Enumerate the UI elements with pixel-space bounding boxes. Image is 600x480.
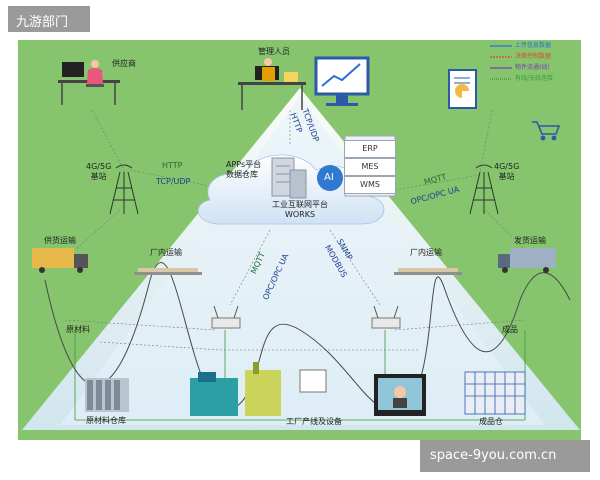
watermark-top-left-text: 九游部门 xyxy=(16,15,69,30)
label-raw-material: 原材料 xyxy=(66,325,90,334)
camera-monitor-icon xyxy=(374,374,426,416)
material-flow-curve xyxy=(44,261,571,412)
ai-head-icon xyxy=(317,165,343,191)
legend-lines xyxy=(490,45,512,80)
legend-item-decision: 决策控制数据 xyxy=(515,53,552,60)
watermark-bottom-right: space-9you.com.cn xyxy=(420,440,590,472)
label-apps-platform: APPs平台 数据仓库 xyxy=(226,160,262,180)
label-supply-transport: 供货运输 xyxy=(44,236,76,245)
label-iiot-platform: 工业互联网平台 WORKS xyxy=(272,200,328,219)
legend: 上传信息数据 决策控制数据 物件流通(线) 有线/无线连接 xyxy=(515,43,585,87)
label-manager: 管理人员 xyxy=(258,47,290,56)
legend-item-connection: 有线/无线连接 xyxy=(515,75,554,82)
agv-left-icon xyxy=(134,268,202,275)
label-production-line: 工厂产线及设备 xyxy=(286,417,342,426)
label-factory-transport-left: 厂内运输 xyxy=(150,248,182,257)
supply-truck-icon xyxy=(32,248,88,273)
protocol-tcp-left: TCP/UDP xyxy=(156,177,191,186)
system-mes: MES xyxy=(344,158,396,176)
server-icon xyxy=(271,157,307,199)
label-factory-transport-right: 厂内运输 xyxy=(410,248,442,257)
system-erp: ERP xyxy=(344,140,396,158)
label-product-warehouse: 成品仓 xyxy=(479,417,503,426)
agv-right-icon xyxy=(394,268,462,275)
label-station-left: 4G/5G 基站 xyxy=(86,162,112,181)
production-machines xyxy=(190,362,327,416)
label-raw-warehouse: 原材料仓库 xyxy=(86,416,126,425)
router-left-icon xyxy=(211,305,241,329)
coverage-triangle-inner xyxy=(60,96,545,425)
shopping-cart-icon xyxy=(532,121,561,141)
protocol-http-left: HTTP xyxy=(162,161,183,170)
router-right-icon xyxy=(371,305,401,329)
label-supplier: 供应商 xyxy=(112,59,136,68)
legend-item-material-flow: 物件流通(线) xyxy=(515,64,550,71)
legend-item-upload: 上传信息数据 xyxy=(515,42,552,49)
supplier-icon xyxy=(58,60,120,105)
monitor-chart-icon xyxy=(314,56,370,106)
system-wms: WMS xyxy=(344,176,396,194)
product-warehouse-cage xyxy=(464,371,526,415)
watermark-top-left: 九游部门 xyxy=(8,6,90,32)
label-station-right: 4G/5G 基站 xyxy=(494,162,520,181)
raw-warehouse-shelves xyxy=(85,378,129,412)
delivery-truck-icon xyxy=(498,248,556,273)
cell-tower-left-icon xyxy=(109,164,139,215)
label-delivery-transport: 发货运输 xyxy=(514,236,546,245)
cell-tower-right-icon xyxy=(469,164,499,215)
report-document-icon xyxy=(448,69,477,109)
manager-icon xyxy=(238,58,306,110)
watermark-bottom-right-text: space-9you.com.cn xyxy=(430,448,557,463)
label-finished-product: 成品 xyxy=(502,325,518,334)
label-ai: AI xyxy=(324,172,334,183)
